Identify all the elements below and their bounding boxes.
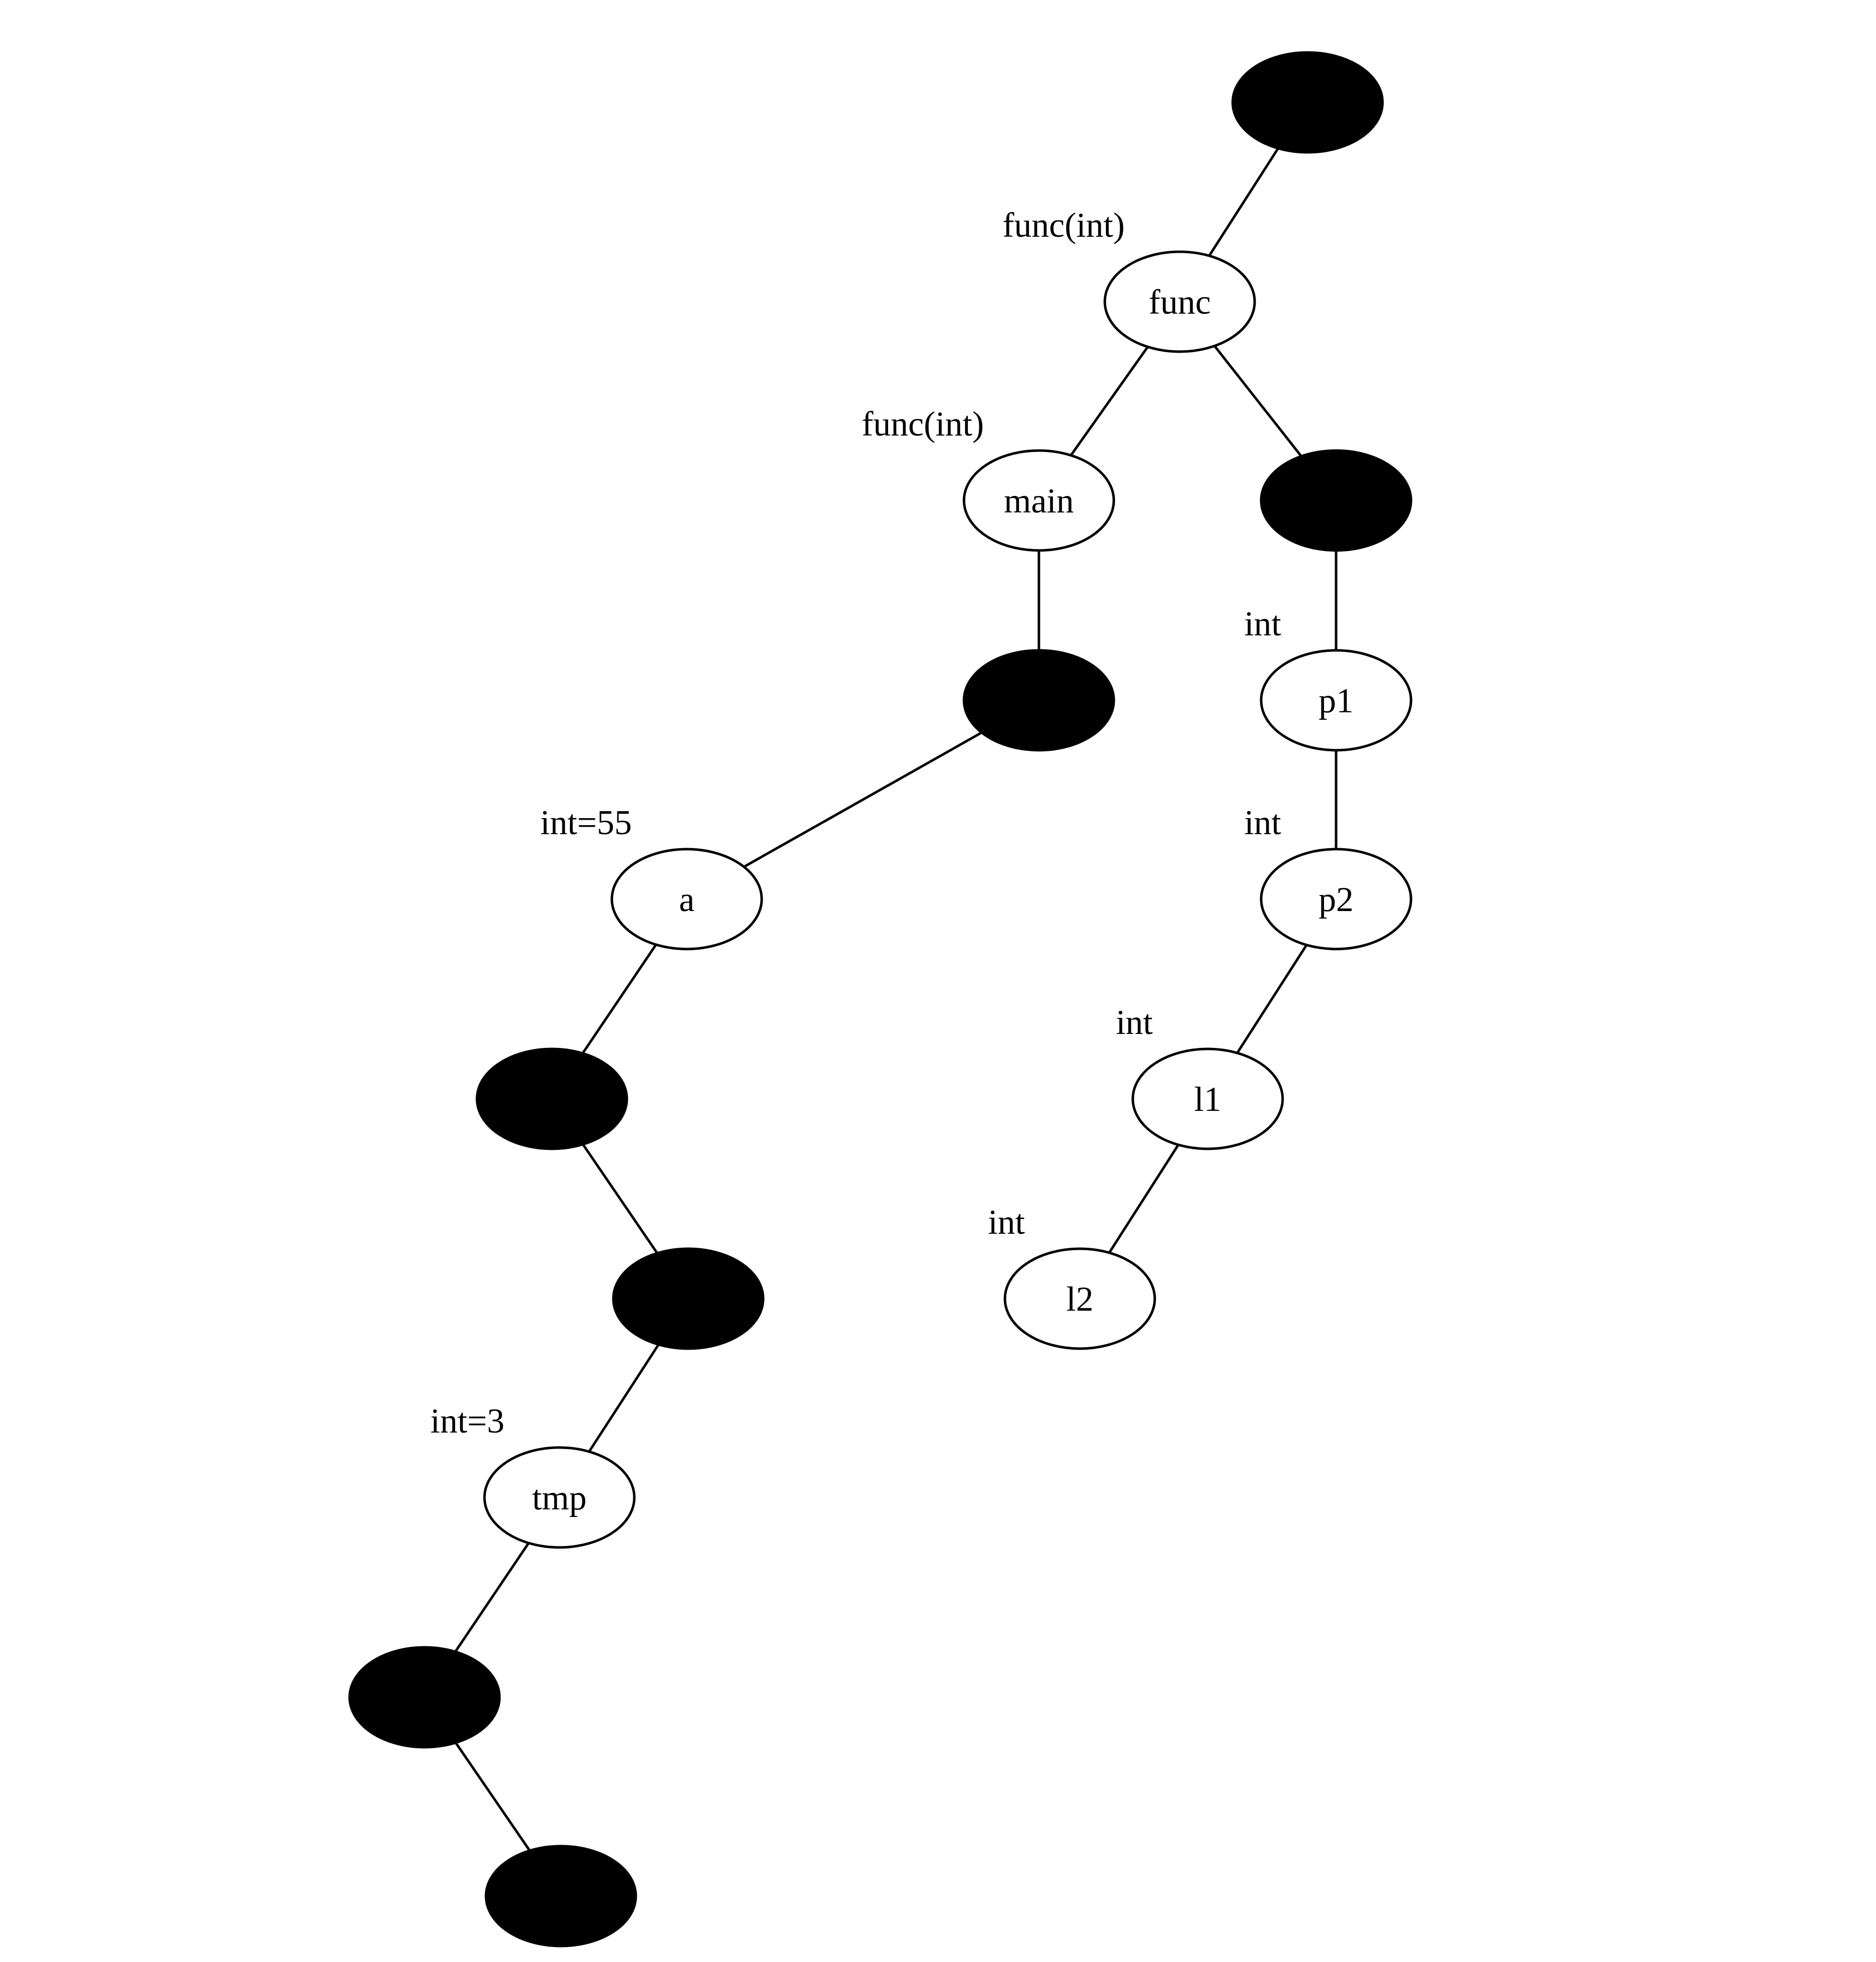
node-shape-l2 (1003, 1247, 1156, 1350)
node-shape-p1 (1260, 649, 1412, 752)
tree-node-main: main (962, 449, 1115, 552)
node-label-l2: l2 (1066, 1280, 1093, 1319)
filled-node-shape-main-body (962, 649, 1115, 752)
node-shape-tmp (483, 1446, 636, 1549)
node-label-p2: p2 (1319, 881, 1354, 919)
edge-func-to-main (1070, 346, 1149, 457)
tree-node-l2: l2 (1003, 1247, 1156, 1350)
filled-node-shape-root (1231, 51, 1384, 154)
node-label-main: main (1004, 482, 1074, 520)
node-annotation-main: func(int) (862, 405, 984, 444)
edge-func-to-params (1213, 345, 1303, 457)
filled-node-shape-tmp-child (348, 1646, 501, 1749)
tree-node-l1: l1 (1131, 1047, 1284, 1150)
tree-node-a-grandchild (612, 1247, 765, 1350)
edge-l1-to-l2 (1108, 1144, 1180, 1254)
edges-layer (454, 147, 1338, 1852)
tree-node-p2: p2 (1260, 848, 1412, 951)
tree-node-tmp: tmp (483, 1446, 636, 1549)
node-annotation-l2: int (988, 1203, 1025, 1242)
nodes-layer: func main p1 a p2 l1 l2 tmp (348, 51, 1412, 1948)
tree-node-a-child (475, 1047, 628, 1150)
node-annotation-p2: int (1244, 804, 1281, 842)
node-annotation-func: func(int) (1002, 206, 1125, 245)
node-shape-a (610, 848, 763, 951)
edge-p2-to-l1 (1236, 944, 1308, 1054)
filled-node-shape-a-child (475, 1047, 628, 1150)
tree-node-a: a (610, 848, 763, 951)
filled-node-shape-a-grandchild (612, 1247, 765, 1350)
node-label-l1: l1 (1194, 1080, 1221, 1119)
annotations-layer: func(int) func(int) int int=55 int int int int=… (431, 206, 1282, 1441)
edge-a-grandchild-to-tmp (588, 1344, 660, 1453)
tree-node-tmp-child (348, 1646, 501, 1749)
node-annotation-p1: int (1244, 605, 1281, 643)
edge-a-child-to-a-grandchild (582, 1143, 658, 1254)
filled-node-shape-params (1260, 449, 1412, 552)
tree-node-main-body (962, 649, 1115, 752)
edge-main-body-to-a (743, 731, 982, 868)
node-shape-func (1103, 250, 1256, 353)
node-annotation-a: int=55 (540, 804, 632, 842)
edge-root-to-func (1208, 147, 1280, 257)
tree-node-tmp-grandchild (484, 1845, 637, 1948)
node-annotation-l1: int (1116, 1003, 1153, 1042)
tree-node-p1: p1 (1260, 649, 1412, 752)
edge-tmp-child-to-tmp-grandchild (455, 1742, 531, 1852)
node-label-a: a (679, 881, 694, 919)
node-shape-p2 (1260, 848, 1412, 951)
node-label-func: func (1149, 283, 1211, 322)
edge-tmp-to-tmp-child (454, 1542, 530, 1653)
node-shape-l1 (1131, 1047, 1284, 1150)
edge-a-to-a-child (581, 944, 657, 1054)
tree-node-func: func (1103, 250, 1256, 353)
tree-node-root (1231, 51, 1384, 154)
node-label-tmp: tmp (532, 1479, 587, 1517)
node-shape-main (962, 449, 1115, 552)
tree-node-params (1260, 449, 1412, 552)
node-annotation-tmp: int=3 (431, 1402, 504, 1441)
node-label-p1: p1 (1319, 682, 1354, 720)
filled-node-shape-tmp-grandchild (484, 1845, 637, 1948)
